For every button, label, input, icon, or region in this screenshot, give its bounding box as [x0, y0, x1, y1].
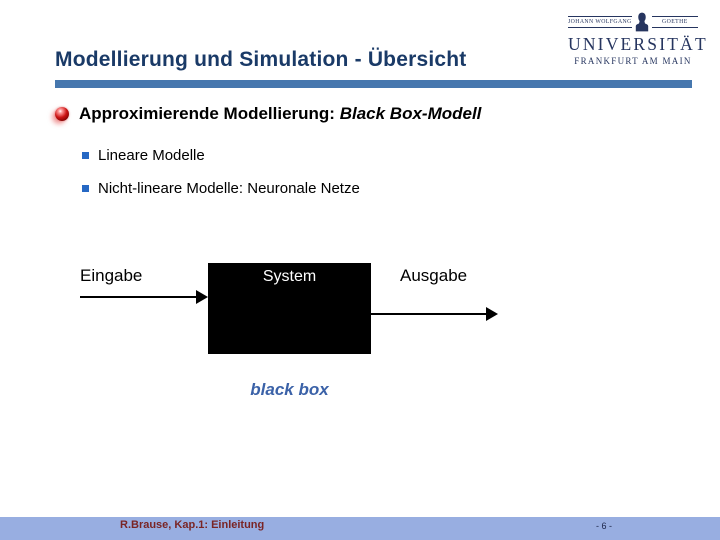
- logo-top-row: JOHANN WOLFGANG GOETHE: [568, 11, 698, 33]
- input-arrowhead-icon: [196, 290, 208, 304]
- logo-universitat-label: UNIVERSITÄT: [568, 34, 708, 54]
- diagram-output-label: Ausgabe: [400, 266, 468, 285]
- title-underline-bar: [55, 80, 692, 88]
- page-title: Modellierung und Simulation - Übersicht: [55, 48, 467, 71]
- diagram-input-label: Eingabe: [80, 266, 143, 285]
- diagram-system-label: System: [262, 268, 317, 285]
- footer-page-number: - 6 -: [596, 521, 613, 531]
- main-bullet-prefix: Approximierende Modellierung:: [79, 104, 340, 123]
- logo-frankfurt-label: FRANKFURT AM MAIN: [574, 56, 692, 66]
- diagram-caption: black box: [250, 380, 329, 399]
- main-bullet-emphasis: Black Box-Modell: [339, 104, 482, 123]
- logo-johann-wolfgang-label: JOHANN WOLFGANG: [568, 16, 632, 28]
- red-ball-bullet-icon: [55, 107, 69, 121]
- sub-bullet-text: Lineare Modelle: [98, 147, 205, 164]
- sub-bullet-lineare: Lineare Modelle: [82, 147, 205, 164]
- goethe-bust-icon: [635, 12, 648, 32]
- square-bullet-icon: [82, 152, 89, 159]
- logo-goethe-label: GOETHE: [651, 16, 698, 28]
- input-arrow-line: [80, 296, 198, 298]
- main-bullet-line: Approximierende Modellierung: Black Box-…: [55, 104, 481, 124]
- footer-author-chapter: R.Brause, Kap.1: Einleitung: [120, 519, 265, 531]
- footer-bar: [0, 517, 720, 540]
- diagram-system-box: System: [208, 263, 371, 354]
- sub-bullet-nichtlineare: Nicht-lineare Modelle: Neuronale Netze: [82, 180, 360, 197]
- square-bullet-icon: [82, 185, 89, 192]
- university-logo: JOHANN WOLFGANG GOETHE UNIVERSITÄT FRANK…: [568, 11, 708, 66]
- sub-bullet-text: Nicht-lineare Modelle: Neuronale Netze: [98, 180, 360, 197]
- output-arrow-line: [371, 313, 488, 315]
- main-bullet-text: Approximierende Modellierung: Black Box-…: [79, 104, 481, 124]
- output-arrowhead-icon: [486, 307, 498, 321]
